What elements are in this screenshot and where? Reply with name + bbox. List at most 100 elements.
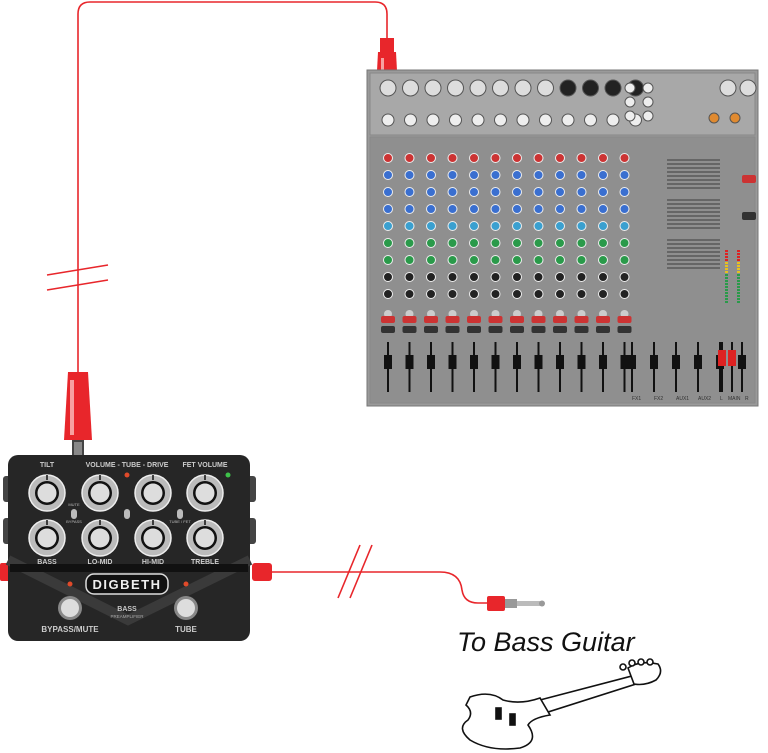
channel-knob[interactable] (555, 289, 565, 299)
pedal-knob[interactable] (186, 474, 224, 512)
combo-input-jack[interactable] (582, 79, 599, 97)
channel-knob[interactable] (576, 289, 587, 299)
solo-button[interactable] (402, 326, 417, 333)
aux-jack[interactable] (624, 110, 636, 122)
aux-jack[interactable] (624, 82, 636, 94)
channel-knob[interactable] (490, 221, 501, 231)
xlr-input-jack[interactable] (379, 79, 397, 97)
channel-knob[interactable] (555, 187, 565, 197)
channel-knob[interactable] (404, 255, 415, 265)
channel-knob[interactable] (447, 255, 458, 265)
footswitch-tube[interactable] (174, 596, 198, 620)
channel-fader[interactable] (620, 355, 629, 369)
channel-knob[interactable] (512, 272, 522, 282)
solo-button[interactable] (488, 326, 503, 333)
channel-fader[interactable] (513, 355, 521, 369)
channel-knob[interactable] (512, 153, 522, 163)
channel-knob[interactable] (469, 289, 479, 299)
channel-knob[interactable] (576, 238, 587, 248)
channel-knob[interactable] (426, 170, 436, 180)
channel-knob[interactable] (533, 238, 544, 248)
channel-knob[interactable] (383, 187, 393, 197)
combo-input-jack[interactable] (604, 79, 622, 97)
channel-knob[interactable] (619, 204, 630, 214)
channel-knob[interactable] (598, 153, 608, 163)
channel-knob[interactable] (490, 204, 501, 214)
main-out-jack[interactable] (719, 79, 737, 97)
channel-knob[interactable] (469, 170, 479, 180)
channel-knob[interactable] (383, 204, 393, 214)
line-input-jack[interactable] (426, 113, 440, 127)
channel-knob[interactable] (469, 255, 479, 265)
channel-knob[interactable] (619, 153, 630, 163)
channel-fader[interactable] (405, 355, 414, 369)
channel-knob[interactable] (598, 289, 608, 299)
channel-knob[interactable] (404, 153, 415, 163)
channel-knob[interactable] (490, 187, 501, 197)
channel-knob[interactable] (490, 255, 501, 265)
pedal-knob[interactable] (186, 519, 224, 557)
channel-knob[interactable] (533, 204, 544, 214)
channel-knob[interactable] (447, 187, 458, 197)
channel-fader[interactable] (491, 355, 500, 369)
mute-button[interactable] (424, 316, 438, 323)
channel-knob[interactable] (533, 170, 544, 180)
channel-knob[interactable] (404, 187, 415, 197)
channel-knob[interactable] (576, 255, 587, 265)
channel-knob[interactable] (447, 289, 458, 299)
channel-knob[interactable] (576, 204, 587, 214)
solo-button[interactable] (424, 326, 438, 333)
mute-button[interactable] (553, 316, 567, 323)
channel-knob[interactable] (490, 238, 501, 248)
channel-knob[interactable] (469, 221, 479, 231)
channel-knob[interactable] (404, 204, 415, 214)
combo-input-jack[interactable] (559, 79, 577, 97)
mute-button[interactable] (531, 316, 546, 323)
channel-knob[interactable] (555, 221, 565, 231)
line-input-jack[interactable] (606, 113, 620, 127)
line-input-jack[interactable] (516, 113, 530, 127)
channel-knob[interactable] (404, 170, 415, 180)
footswitch-bypass-mute[interactable] (58, 596, 82, 620)
channel-knob[interactable] (512, 221, 522, 231)
channel-knob[interactable] (447, 204, 458, 214)
line-input-jack[interactable] (561, 113, 575, 127)
channel-knob[interactable] (490, 289, 501, 299)
channel-knob[interactable] (512, 170, 522, 180)
channel-knob[interactable] (469, 187, 479, 197)
mute-button[interactable] (617, 316, 632, 323)
channel-knob[interactable] (619, 272, 630, 282)
channel-fader[interactable] (577, 355, 586, 369)
channel-fader[interactable] (448, 355, 457, 369)
channel-fader[interactable] (599, 355, 607, 369)
channel-knob[interactable] (490, 170, 501, 180)
channel-knob[interactable] (619, 238, 630, 248)
pedal-knob[interactable] (81, 519, 119, 557)
main-fader[interactable] (728, 350, 736, 366)
channel-knob[interactable] (619, 289, 630, 299)
bus-fader[interactable] (694, 355, 702, 369)
channel-knob[interactable] (383, 272, 393, 282)
channel-knob[interactable] (447, 153, 458, 163)
mute-button[interactable] (402, 316, 417, 323)
channel-knob[interactable] (533, 187, 544, 197)
channel-knob[interactable] (512, 204, 522, 214)
bus-fader[interactable] (650, 355, 658, 369)
toggle-switch-eq[interactable] (124, 509, 130, 519)
channel-knob[interactable] (598, 238, 608, 248)
solo-button[interactable] (445, 326, 460, 333)
channel-knob[interactable] (447, 238, 458, 248)
mute-button[interactable] (488, 316, 503, 323)
channel-knob[interactable] (383, 238, 393, 248)
channel-knob[interactable] (576, 272, 587, 282)
channel-knob[interactable] (404, 272, 415, 282)
channel-knob[interactable] (555, 238, 565, 248)
aux-jack[interactable] (642, 110, 654, 122)
channel-knob[interactable] (619, 221, 630, 231)
solo-button[interactable] (617, 326, 632, 333)
channel-knob[interactable] (598, 272, 608, 282)
channel-knob[interactable] (555, 272, 565, 282)
channel-fader[interactable] (534, 355, 543, 369)
channel-knob[interactable] (383, 289, 393, 299)
solo-button[interactable] (553, 326, 567, 333)
